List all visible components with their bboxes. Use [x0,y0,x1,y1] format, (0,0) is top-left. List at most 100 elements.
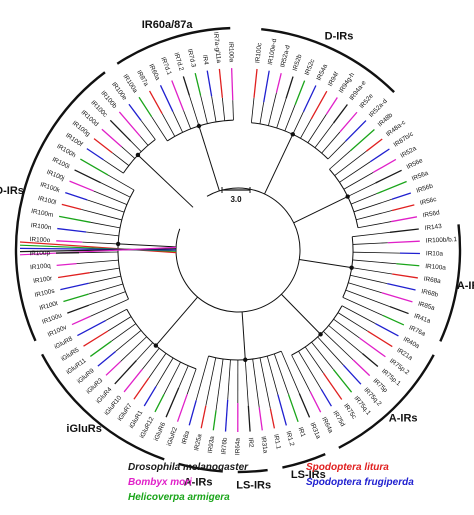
branch [172,111,183,133]
group-label: iGluRs [66,423,101,435]
branch [120,336,147,362]
tip-branch [218,68,224,98]
tip-branch [154,393,165,413]
tip-branch [381,292,413,303]
branch [88,291,126,306]
tip-branch [176,394,188,422]
tip-branch [65,192,88,201]
tip-branch [369,148,390,163]
branch [266,355,279,395]
tip-branch [105,361,121,376]
branch [205,357,217,406]
branch [307,114,327,143]
tip-branch [352,359,371,377]
tip-branch [69,180,94,192]
tip-branch [269,408,276,429]
leaf-label: IR54a [315,63,329,82]
tip-branch [109,119,132,142]
tip-branch [93,138,113,154]
branch [357,221,392,229]
branch [89,267,120,274]
leaf-label: IR75p [371,377,388,394]
leaf-label: IR76a [408,324,427,338]
leaf-label: IR52c [304,58,317,77]
branch [300,118,312,139]
tip-branch [277,394,287,426]
branch [163,361,181,395]
leaf-label: IR100h [55,143,77,160]
branch [244,359,249,406]
tip-branch [285,76,294,99]
branch [345,289,390,307]
tip-branch [389,305,409,315]
leaf-label: iGluR6 [153,421,167,442]
branch [76,259,119,265]
leaf-label: IR100j [45,169,65,182]
tip-branch [206,70,213,97]
branch [111,152,130,166]
clade-stem [299,259,352,269]
group-label: D-IRs [0,185,24,197]
branch [140,120,156,140]
branch [259,102,265,124]
branch [356,210,393,221]
tip-branch [71,315,91,326]
leaf-label: iGluR8 [53,335,74,351]
leaf-label: iGluR7 [117,402,134,422]
tree-tip-branches [56,68,420,433]
leaf-label: IR1 [297,426,307,438]
branch [350,193,378,205]
leaf-label: IR56b [416,183,435,195]
leaf-label: IR100c [254,42,263,64]
leaf-label: IR100f [64,132,84,148]
branch [139,135,149,146]
branch [130,140,142,152]
branch [347,182,376,197]
branch [328,325,363,354]
bootstrap-dot [243,357,248,362]
branch [317,336,344,366]
branch [186,368,197,395]
leaf-label: IR52a-d [279,44,291,68]
leaf-label: IR94f [327,71,341,88]
tip-branch [253,68,258,98]
clade-stem [264,134,294,195]
leaf-label: iGluR2 [166,426,179,447]
tip-branch [387,240,420,244]
tip-branch [200,405,207,429]
branch [221,97,226,121]
branch [148,353,167,379]
clade-stem [293,196,348,224]
tip-branch [67,304,90,314]
leaf-label: IR100n [30,222,52,231]
branch [211,96,217,122]
leaf-label: IR25a [193,433,203,452]
leaf-label: IR52b [292,53,304,72]
leaf-label: IR7d.1 [159,56,173,77]
leaf-label: IR100l [37,195,57,206]
tip-branch [391,192,412,200]
tip-branch [372,158,397,173]
leaf-label: IR21a [395,347,414,362]
leaf-label: IR87a [135,69,150,88]
leaf-label: IR100p [29,250,50,257]
branch [323,331,354,361]
tip-branch [194,72,202,96]
tip-branch [63,293,89,303]
branch [252,358,260,408]
tip-branch [287,394,299,423]
tip-branch [263,70,270,103]
leaf-label: IR143 [424,223,442,232]
branch [100,182,131,198]
leaf-label: IR100i [51,156,71,170]
tip-branch [294,80,306,106]
leaf-label: IR93a [207,435,216,453]
tip-branch [349,129,375,152]
branch [200,95,208,124]
branch [88,275,121,284]
tip-branch [59,215,91,223]
tip-branch [375,323,399,337]
clade-stem [137,154,194,208]
branch [352,242,388,245]
